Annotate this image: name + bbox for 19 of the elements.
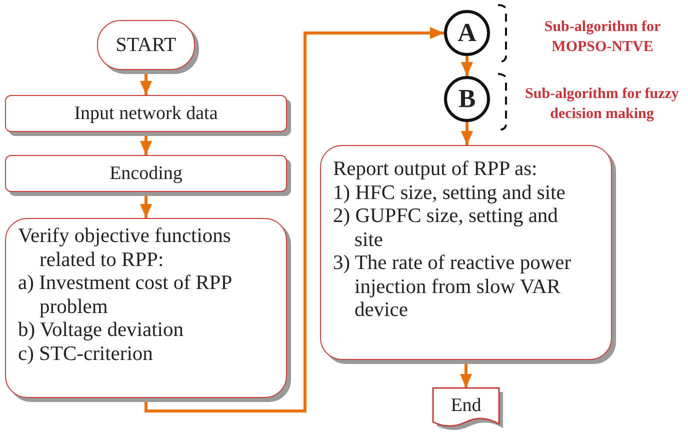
connector-circle [444,10,490,56]
connector-letter: A [458,18,476,48]
list-item: c) STC-criterion [18,342,154,366]
flow-arrow [461,56,473,76]
step-heading: Report output of RPP as: [333,158,538,182]
flow-arrow [461,122,473,145]
connector-circle [444,76,490,122]
step-text: Encoding [110,162,182,184]
list-item: b) Voltage deviation [18,319,184,343]
annotation-text: Sub-algorithm for MOPSO-NTVE [543,18,662,58]
flow-arrow [144,27,444,412]
connector-letter: B [458,84,476,114]
list-item: 2) GUPFC size, setting and site [333,205,559,252]
step-text: Input network data [74,102,218,124]
annotation-text: Sub-algorithm for fuzzy decision making [524,85,680,124]
step-heading: Verify objective functions related to RPP: [18,225,232,272]
list-item: 3) The rate of reactive power injection from slow VAR device [333,252,572,323]
step-text: START [116,34,176,56]
list-item: 1) HFC size, setting and site [333,182,566,206]
